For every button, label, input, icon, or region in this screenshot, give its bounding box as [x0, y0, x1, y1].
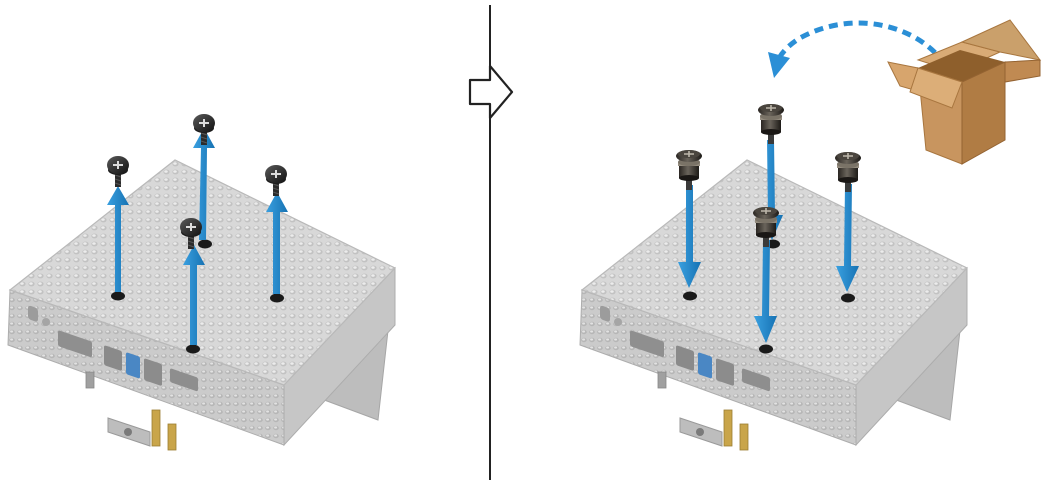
step-remove-screws: [8, 114, 395, 450]
thumb-screw-foot-icon: [758, 104, 784, 144]
step-install-feet: [580, 20, 1040, 450]
thumb-screw-foot-icon: [835, 152, 861, 192]
dashed-arrow-head-icon: [768, 52, 790, 78]
screw-icon: [107, 156, 129, 187]
screw-icon: [265, 165, 287, 196]
screw-icon: [193, 114, 215, 145]
right-arrow-outline-icon: [470, 66, 512, 118]
shipping-box-icon: [888, 20, 1040, 164]
thumb-screw-foot-icon: [676, 150, 702, 190]
